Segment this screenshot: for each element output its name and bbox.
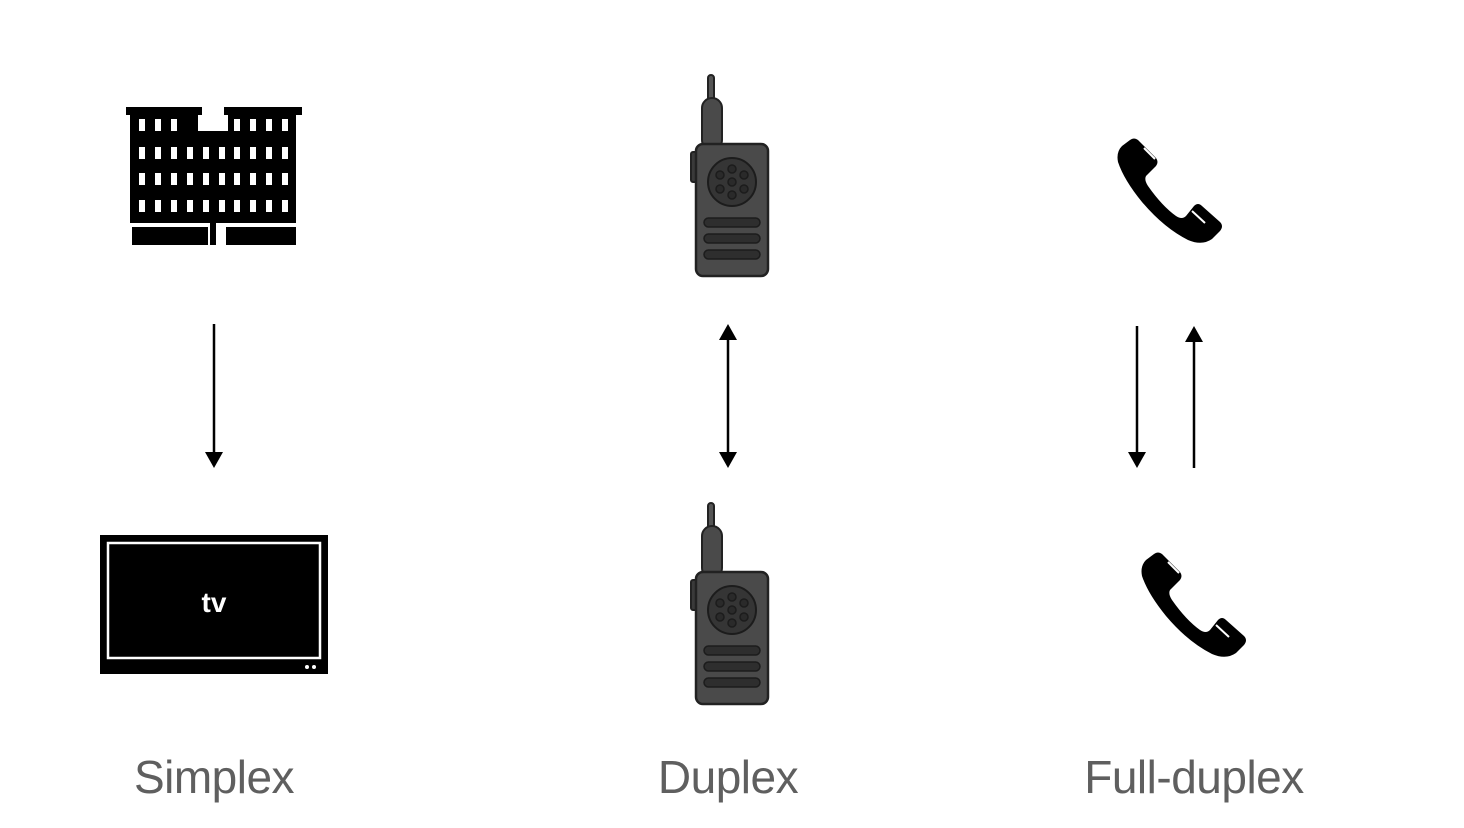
telephone-handset-icon [1138,550,1248,660]
duplex-arrow [717,322,739,470]
television-icon: tv [100,535,328,675]
telephone-handset-icon [1114,136,1224,246]
tv-screen-label: tv [201,587,227,618]
full-duplex-arrows [1126,322,1206,472]
office-building-icon [124,105,304,247]
caption-duplex: Duplex [657,751,799,803]
walkie-talkie-icon [690,502,772,706]
simplex-arrow [203,322,225,470]
caption-simplex: Simplex [133,751,295,803]
caption-full-duplex: Full-duplex [1084,751,1304,803]
walkie-talkie-icon [690,74,772,278]
